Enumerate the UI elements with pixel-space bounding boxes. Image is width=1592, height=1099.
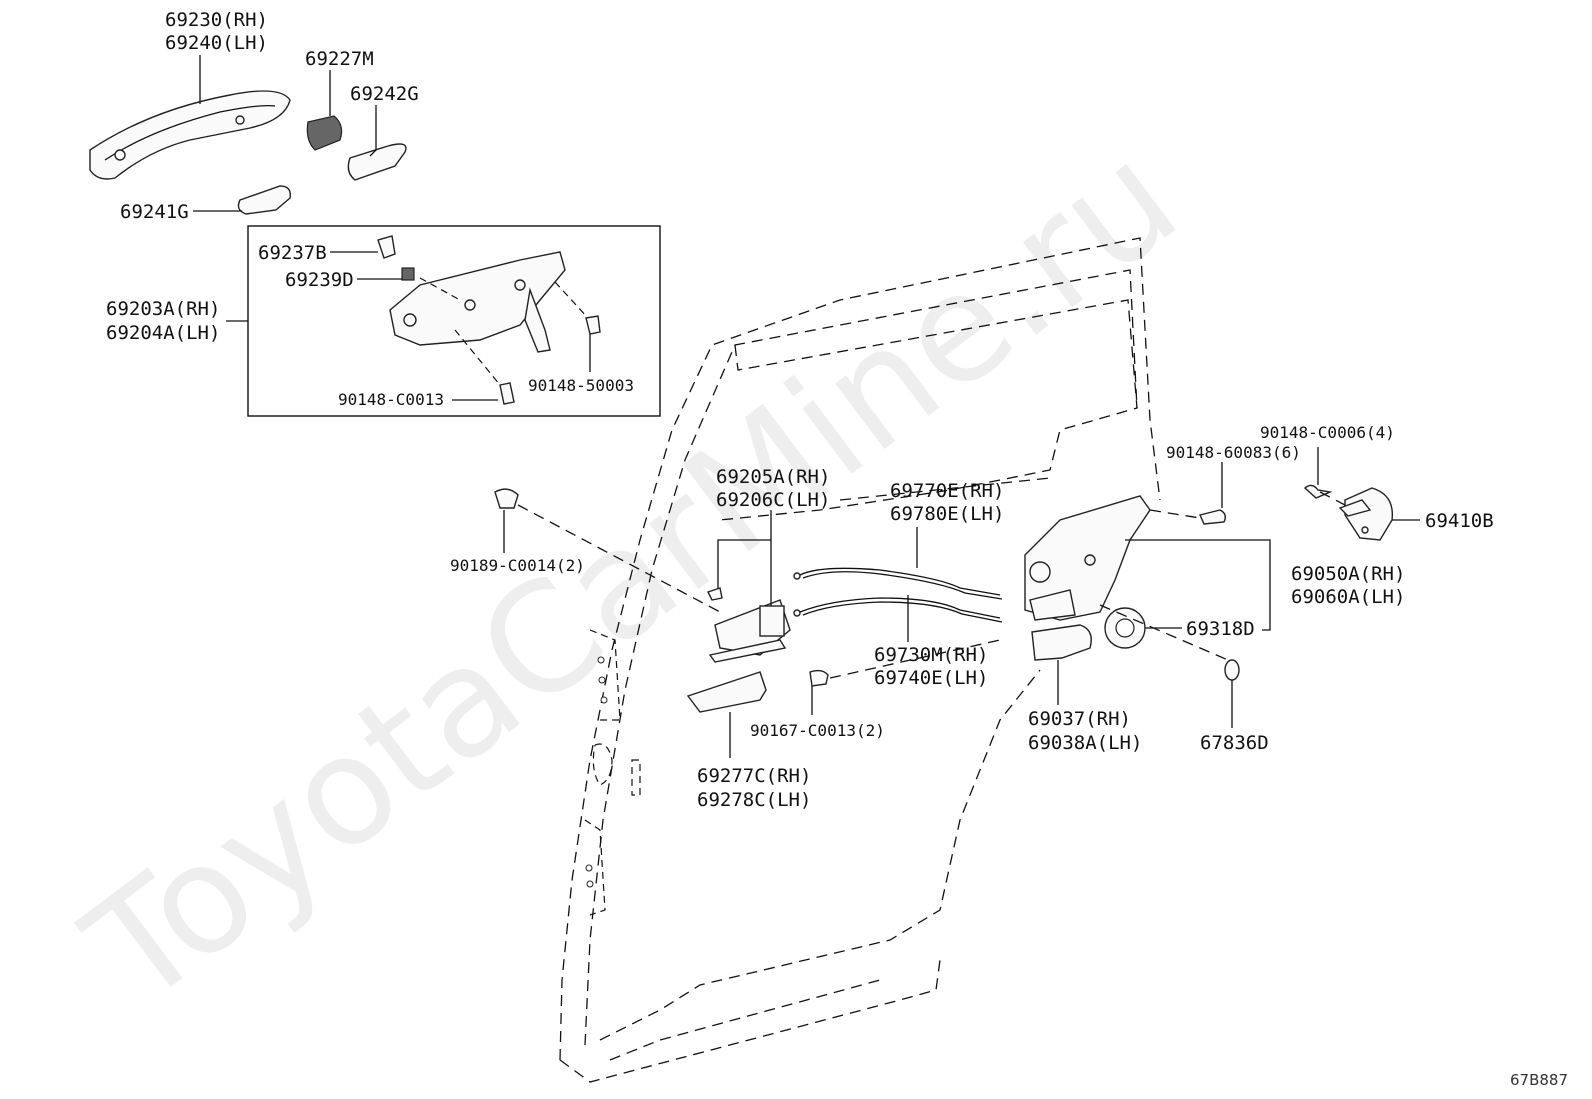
handle-pad-69242g xyxy=(347,143,407,181)
door-lock-assembly xyxy=(1024,495,1151,621)
label-69241g: 69241G xyxy=(120,201,189,223)
label-69240: 69240(LH) xyxy=(165,32,268,54)
label-69204a: 69204A(LH) xyxy=(106,322,220,344)
label-90148-50003: 90148-50003 xyxy=(528,376,634,395)
screw-90148-c0006 xyxy=(1303,484,1333,499)
handle-pad-69241g xyxy=(237,185,291,215)
handle-cap-69227m xyxy=(306,115,343,151)
clip-90189 xyxy=(494,488,519,509)
screw-90148-50003 xyxy=(585,315,601,335)
label-69205a: 69205A(RH) xyxy=(716,466,830,488)
outside-handle-frame xyxy=(389,251,566,353)
label-69060a: 69060A(LH) xyxy=(1291,586,1405,608)
label-69770e: 69770E(RH) xyxy=(890,480,1004,502)
label-69278c: 69278C(LH) xyxy=(697,789,811,811)
label-69050a: 69050A(RH) xyxy=(1291,563,1405,585)
inside-handle-bezel xyxy=(686,671,767,713)
label-69318d: 69318D xyxy=(1186,618,1255,640)
label-69277c: 69277C(RH) xyxy=(697,765,811,787)
cushion-69239d xyxy=(401,267,415,281)
label-69230: 69230(RH) xyxy=(165,9,268,31)
screw-90167-c0013 xyxy=(809,669,829,687)
label-90167-c0013: 90167-C0013(2) xyxy=(750,721,885,740)
label-69410b: 69410B xyxy=(1425,510,1494,532)
label-69227m: 69227M xyxy=(305,48,374,70)
striker-69410b xyxy=(1338,487,1394,541)
screw-90148-c0013 xyxy=(499,382,515,405)
label-69239d: 69239D xyxy=(285,269,354,291)
label-69740e: 69740E(LH) xyxy=(874,667,988,689)
label-69203a: 69203A(RH) xyxy=(106,298,220,320)
label-69038a: 69038A(LH) xyxy=(1028,732,1142,754)
outside-door-handle xyxy=(89,90,291,180)
label-90148-c0006: 90148-C0006(4) xyxy=(1260,423,1395,442)
label-69780e: 69780E(LH) xyxy=(890,503,1004,525)
seal-67836d xyxy=(1224,659,1240,681)
door-panel-outline xyxy=(559,237,1161,1083)
grommet-69318d xyxy=(1104,607,1146,649)
label-69237b: 69237B xyxy=(258,242,327,264)
label-67836d: 67836D xyxy=(1200,732,1269,754)
lock-bracket-69037 xyxy=(1031,624,1092,661)
label-69206c: 69206C(LH) xyxy=(716,489,830,511)
label-69242g: 69242G xyxy=(350,83,419,105)
leader-lines xyxy=(193,55,1420,758)
inside-handle-assembly xyxy=(707,587,791,663)
assembly-dash-lines xyxy=(419,277,1346,679)
lock-cables xyxy=(793,567,1003,623)
label-69037: 69037(RH) xyxy=(1028,708,1131,730)
clip-69237b xyxy=(377,235,396,259)
label-90148-c0013: 90148-C0013 xyxy=(338,390,444,409)
diagram-code: 67B887 xyxy=(1510,1071,1568,1089)
label-90148-60083: 90148-60083(6) xyxy=(1166,443,1301,462)
part-labels: 69230(RH) 69240(LH) 69227M 69242G 69241G… xyxy=(106,9,1494,811)
label-90189-c0014: 90189-C0014(2) xyxy=(450,556,585,575)
label-69730m: 69730M(RH) xyxy=(874,644,988,666)
screw-90148-60083 xyxy=(1199,509,1227,525)
